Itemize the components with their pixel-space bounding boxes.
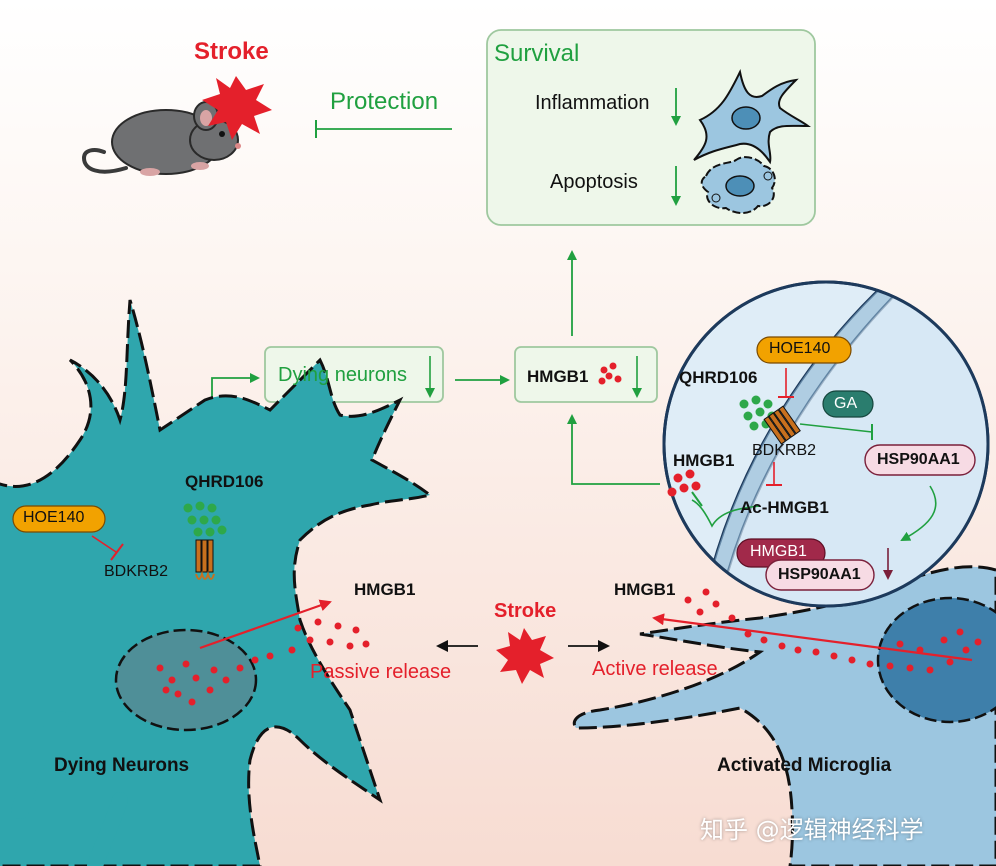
hmgb1-box-dots bbox=[598, 362, 622, 385]
complex-hmgb1-label: HMGB1 bbox=[750, 543, 807, 560]
neuron-hoe140-badge bbox=[12, 505, 106, 533]
center-stroke-label: Stroke bbox=[494, 600, 557, 622]
mouse-icon bbox=[81, 101, 241, 176]
apoptosis-label: Apoptosis bbox=[550, 171, 638, 193]
survival-title: Survival bbox=[494, 40, 580, 67]
microglia-qhrd106-label: QHRD106 bbox=[679, 368, 758, 387]
activated-microglia-caption: Activated Microglia bbox=[717, 755, 892, 776]
complex-hsp90aa1-label: HSP90AA1 bbox=[778, 566, 861, 583]
bdkrb2-inhibits-ac-hmgb1 bbox=[766, 462, 782, 486]
hsp90aa1-to-complex-arrow bbox=[900, 485, 937, 541]
passive-release-label: Passive release bbox=[310, 661, 452, 683]
protection-label: Protection bbox=[330, 88, 439, 115]
hsp90aa1-badge bbox=[864, 444, 976, 476]
hsp90aa1-label: HSP90AA1 bbox=[877, 451, 960, 468]
activated-microglia-cell bbox=[572, 565, 996, 866]
middle-hmgb1-label: HMGB1 bbox=[527, 367, 589, 386]
passive-release-dots bbox=[266, 618, 370, 660]
ac-hmgb1-inhibits-hmgb1 bbox=[691, 491, 761, 528]
neuron-hoe140-inhibition bbox=[91, 535, 124, 561]
neuron-bdkrb2-label: BDKRB2 bbox=[104, 563, 169, 580]
dying-neurons-caption: Dying Neurons bbox=[54, 755, 190, 776]
neuron-hmgb1-label: HMGB1 bbox=[354, 580, 416, 599]
neuron-hoe140-label: HOE140 bbox=[23, 509, 85, 526]
top-stroke-label: Stroke bbox=[194, 38, 269, 65]
microglia-hoe140-badge bbox=[756, 336, 852, 364]
ga-inhibition bbox=[799, 423, 873, 440]
microglia-circle-hmgb1-label: HMGB1 bbox=[673, 451, 735, 470]
microglia-bdkrb2-label: BDKRB2 bbox=[752, 442, 817, 459]
ac-hmgb1-label: Ac-HMGB1 bbox=[740, 498, 829, 517]
microglia-hoe140-inhibition bbox=[778, 368, 794, 398]
neuron-qhrd106-dots bbox=[183, 501, 227, 537]
microglia-bdkrb2-receptor bbox=[763, 405, 801, 445]
neuron-qhrd106-label: QHRD106 bbox=[185, 472, 264, 491]
microglia-hmgb1-dots bbox=[684, 588, 982, 674]
apoptotic-cell-icon bbox=[700, 156, 776, 214]
dying-neurons-label: Dying neurons bbox=[278, 364, 407, 386]
ga-badge bbox=[822, 390, 874, 418]
microglia-hoe140-label: HOE140 bbox=[769, 340, 831, 357]
microglia-circle-hmgb1-dots bbox=[667, 469, 701, 497]
inflammation-label: Inflammation bbox=[535, 92, 650, 114]
ga-label: GA bbox=[834, 395, 858, 412]
stroke-burst-icon bbox=[202, 76, 272, 140]
activated-cell-icon bbox=[693, 68, 812, 165]
dying-neuron-cell bbox=[0, 299, 434, 866]
neuron-nucleus-hmgb1-dots bbox=[156, 656, 259, 706]
passive-release-arrow bbox=[199, 599, 332, 650]
watermark: 知乎 @逻辑神经科学 bbox=[700, 816, 924, 844]
protection-inhibition bbox=[315, 120, 452, 138]
complex-hsp90aa1-badge bbox=[765, 559, 875, 591]
hmgb1-box bbox=[514, 346, 658, 403]
microglia-outside-hmgb1-label: HMGB1 bbox=[614, 580, 676, 599]
active-release-label: Active release bbox=[592, 658, 718, 680]
center-stroke-burst-icon bbox=[496, 628, 554, 684]
neuron-bdkrb2-receptor bbox=[195, 539, 215, 580]
active-release-arrow bbox=[652, 613, 973, 662]
microglia-to-hmgb1-arrow bbox=[567, 414, 660, 485]
microglia-qhrd106-dots bbox=[739, 395, 777, 431]
